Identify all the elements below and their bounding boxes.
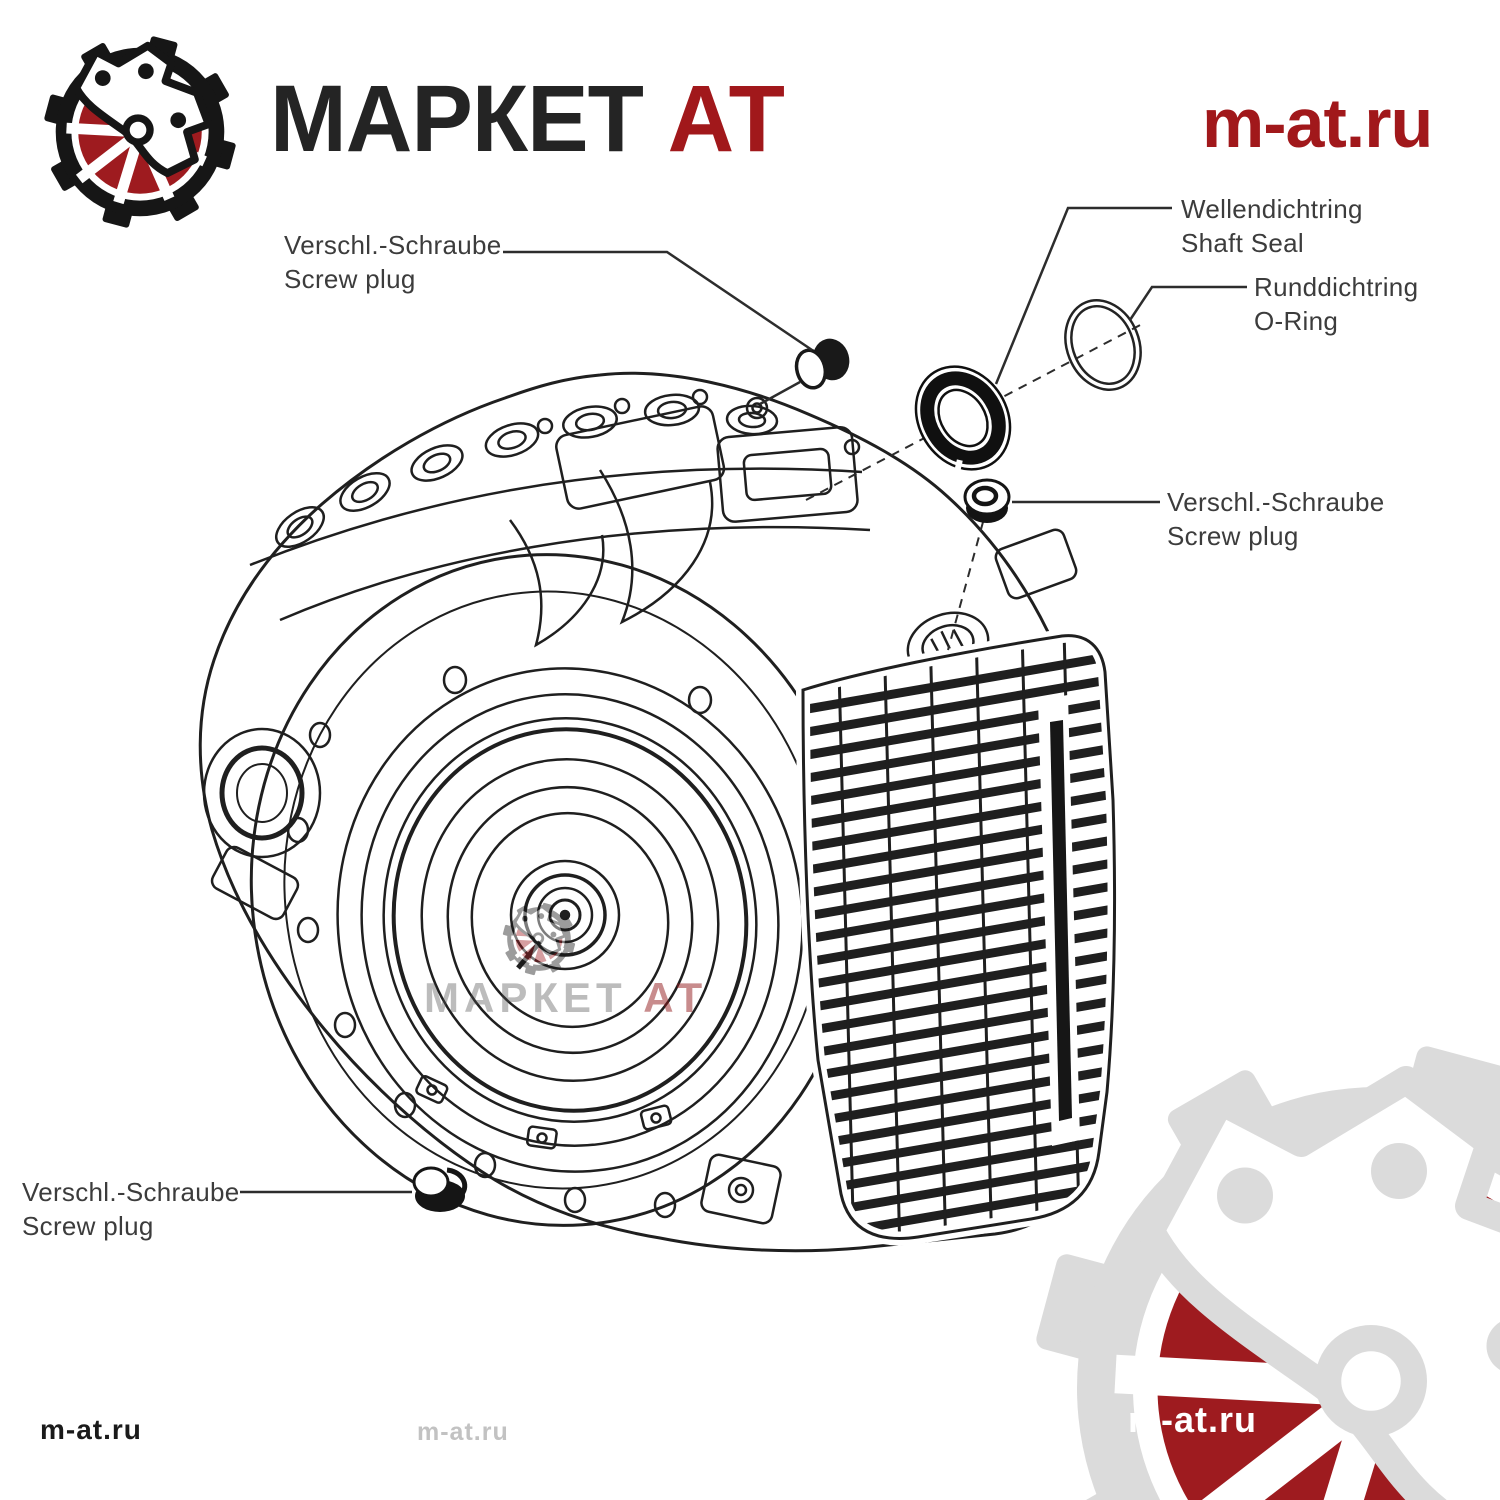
rim-bosses (275, 393, 779, 549)
brand-title-first: МАРКЕТ (270, 66, 644, 172)
o-ring-part (1064, 299, 1142, 391)
label-en: Shaft Seal (1181, 227, 1304, 258)
label-de: Verschl.-Schraube (284, 230, 502, 260)
label-de: Verschl.-Schraube (22, 1177, 240, 1207)
watermark-brand-second: АТ (626, 974, 708, 1021)
brand-title: МАРКЕТ АТ (270, 72, 785, 167)
part-label-o-ring: Runddichtring O-Ring (1254, 271, 1418, 339)
label-en: Screw plug (284, 263, 416, 294)
label-en: O-Ring (1254, 305, 1339, 336)
shaft-seal-part (914, 365, 1012, 483)
oil-pan-fins (795, 628, 1122, 1246)
part-label-screw-plug-right: Verschl.-Schraube Screw plug (1167, 486, 1385, 554)
output-bore (202, 727, 322, 921)
watermark-url-right: m-at.ru (1128, 1399, 1258, 1440)
label-de: Runddichtring (1254, 272, 1419, 302)
watermark-url-left: m-at.ru (40, 1414, 142, 1445)
part-label-screw-plug-bottom: Verschl.-Schraube Screw plug (22, 1176, 240, 1244)
bottom-bracket (700, 1153, 782, 1225)
brand-title-second: АТ (642, 66, 785, 172)
screw-plug-part-right (963, 478, 1011, 523)
screw-plug-part-bottom (412, 1166, 468, 1212)
gearbox-body (198, 371, 1094, 1253)
label-de: Wellendichtring (1181, 194, 1363, 224)
watermark-center-text: МАРКЕТ АТ (424, 974, 707, 1022)
label-de: Verschl.-Schraube (1167, 487, 1385, 517)
label-en: Screw plug (1167, 520, 1299, 551)
brand-gear-logo (42, 34, 238, 230)
screw-plug-part-top (794, 338, 850, 390)
part-label-screw-plug-top: Verschl.-Schraube Screw plug (284, 229, 502, 297)
site-url: m-at.ru (1202, 84, 1433, 162)
watermark-center-logo (502, 902, 576, 976)
torque-converter (336, 667, 804, 1173)
watermark-url-center: m-at.ru (417, 1418, 509, 1446)
watermark-brand-first: МАРКЕТ (424, 974, 627, 1021)
converter-lugs (415, 1074, 673, 1150)
label-en: Screw plug (22, 1210, 154, 1241)
leader-lines (240, 206, 1247, 1194)
assembly-axis-dashed (805, 321, 1147, 651)
part-label-shaft-seal: Wellendichtring Shaft Seal (1181, 193, 1363, 261)
